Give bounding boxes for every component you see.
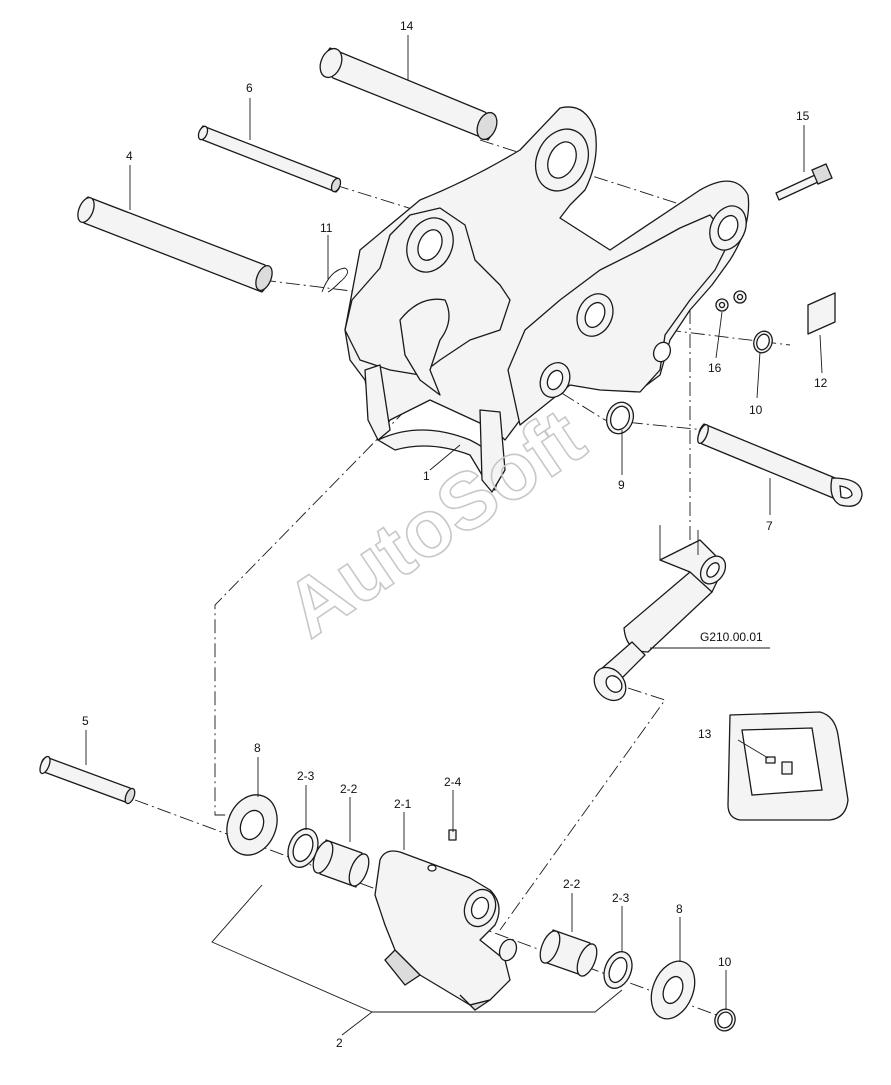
callout-2: 2 xyxy=(336,1036,343,1050)
part-7-pin xyxy=(697,423,863,507)
cylinder-assembly xyxy=(593,525,770,702)
callout-2-3-left: 2-3 xyxy=(297,769,315,783)
part-2-3-seal-right xyxy=(603,951,633,989)
callout-2-2-left: 2-2 xyxy=(340,782,358,796)
callout-2-4: 2-4 xyxy=(444,775,462,789)
callout-2-1: 2-1 xyxy=(394,797,412,811)
part-12-plate xyxy=(807,292,836,335)
callout-10-upper: 10 xyxy=(749,403,763,417)
callout-4: 4 xyxy=(126,149,133,163)
part-14-pin xyxy=(319,47,498,141)
part-9-ring xyxy=(605,401,635,435)
callout-1: 1 xyxy=(423,469,430,483)
callout-2-2-right: 2-2 xyxy=(563,877,581,891)
part-8-shim-right xyxy=(650,960,696,1020)
part-6-pin xyxy=(197,125,342,193)
part-2-4-grease-nipple xyxy=(448,829,457,841)
callout-6: 6 xyxy=(246,81,253,95)
part-1-coupler-frame xyxy=(344,106,750,493)
part-10-ring-upper xyxy=(753,330,773,354)
part-2-2-bushing-right xyxy=(539,929,598,977)
callout-12: 12 xyxy=(814,376,828,390)
part-16-nuts xyxy=(715,290,747,312)
callout-7: 7 xyxy=(766,519,773,533)
callout-11: 11 xyxy=(320,221,333,235)
part-2-1-link xyxy=(374,850,518,1011)
part-2-2-bushing-left xyxy=(312,839,370,888)
part-13-cab-inset xyxy=(727,711,849,821)
callout-labels: 14 6 4 11 15 16 10 12 9 7 1 G210.00.01 1… xyxy=(82,19,828,1050)
callout-8-left: 8 xyxy=(254,741,261,755)
part-11-clip xyxy=(321,267,349,293)
callout-10-lower: 10 xyxy=(718,955,732,969)
callout-13: 13 xyxy=(698,727,712,741)
part-10-ring-lower xyxy=(714,1008,736,1032)
part-4-pin xyxy=(77,196,273,293)
callout-9: 9 xyxy=(618,478,625,492)
callout-2-3-right: 2-3 xyxy=(612,891,630,905)
part-15-bolt xyxy=(775,163,833,201)
part-8-shim-left xyxy=(226,794,278,856)
callout-5: 5 xyxy=(82,714,89,728)
callout-16: 16 xyxy=(708,361,722,375)
reference-label: G210.00.01 xyxy=(700,630,763,644)
callout-14: 14 xyxy=(400,19,414,33)
leader-lines xyxy=(85,35,823,1036)
part-5-pin xyxy=(39,755,136,805)
callout-8-right: 8 xyxy=(676,902,683,916)
callout-15: 15 xyxy=(796,109,810,123)
